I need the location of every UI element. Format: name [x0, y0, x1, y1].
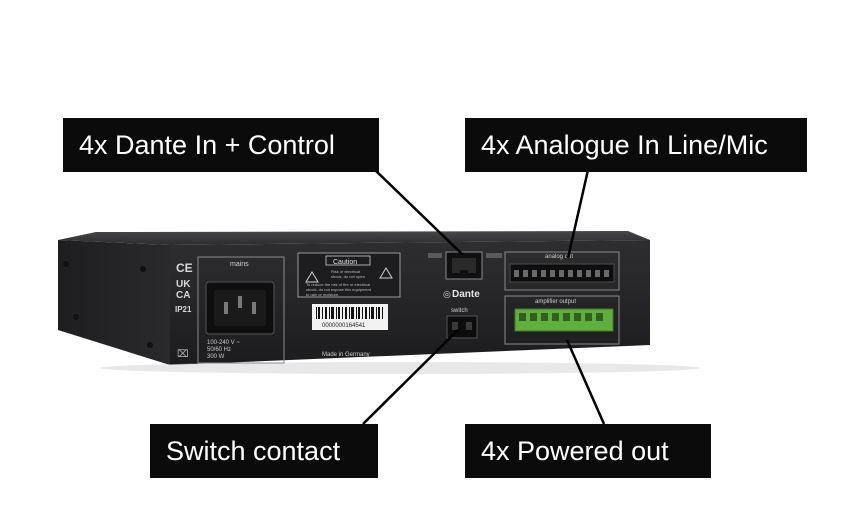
warning-triangle-icon	[305, 271, 319, 283]
power-rating-line2: 50/60 Hz	[207, 347, 231, 353]
serial-number: 0000000164541	[322, 323, 366, 329]
callout-powered-out: 4x Powered out	[465, 424, 711, 478]
weee-bin-icon: ⌧	[177, 349, 189, 360]
dante-logo-icon: ◎	[443, 289, 451, 299]
power-rating-line3: 300 W	[207, 354, 225, 360]
mains-label: mains	[230, 261, 249, 268]
mains-panel-outline	[197, 256, 285, 364]
caution-text-line1: Risk of electrical	[331, 269, 360, 274]
leader-line-power	[565, 339, 606, 425]
side-screw	[140, 266, 146, 272]
ukca-mark-line1: UK	[176, 279, 191, 290]
analog-terminal-pins	[514, 270, 609, 277]
amplifier-terminal-screws	[519, 313, 603, 321]
ethernet-port-inner	[452, 258, 476, 273]
leader-line-analog	[566, 169, 590, 259]
barcode	[316, 307, 383, 319]
caution-text-line2: shock, do not open	[331, 274, 365, 279]
callout-analogue-in: 4x Analogue In Line/Mic	[465, 118, 807, 172]
switch-pin	[452, 322, 458, 330]
caution-label	[297, 252, 401, 298]
leader-line-dante	[374, 169, 464, 256]
analog-panel-outline	[504, 251, 620, 291]
chassis-top	[58, 231, 650, 245]
caution-title-box	[325, 255, 371, 266]
ukca-mark-line2: CA	[176, 290, 190, 301]
switch-label: switch	[451, 308, 468, 314]
ip-rating: IP21	[175, 305, 192, 314]
mains-socket-pin	[224, 302, 228, 314]
power-rating-line1: 100-240 V ~	[207, 340, 240, 346]
mains-socket-pin	[238, 296, 242, 308]
chassis-left-side	[58, 240, 170, 365]
made-in-label: Made in Germany	[322, 352, 370, 358]
switch-pin	[466, 322, 472, 330]
warning-line2: shock, do not expose this equipment	[306, 287, 372, 292]
side-screw	[147, 342, 153, 348]
amplifier-panel-outline	[504, 295, 620, 345]
chassis-shadow	[100, 362, 700, 374]
callout-dante-in: 4x Dante In + Control	[63, 118, 379, 172]
mains-socket-pin	[252, 302, 256, 314]
warning-triangle-icon	[379, 267, 393, 279]
port-indicator-right	[486, 253, 502, 258]
warning-line3: to rain or moisture.	[306, 292, 339, 297]
warning-line1: To reduce the risk of fire or electrical	[306, 282, 370, 287]
ethernet-port-clip	[460, 270, 468, 274]
caution-title: Caution	[333, 259, 357, 266]
port-indicator-left	[428, 253, 442, 258]
callout-switch-contact: Switch contact	[150, 424, 378, 478]
leader-line-switch	[362, 329, 459, 425]
dante-logo: Dante	[452, 289, 480, 300]
side-screw	[63, 261, 69, 267]
side-screw	[73, 314, 79, 320]
ce-mark: CE	[176, 261, 193, 275]
analog-label: analog out	[545, 254, 573, 260]
amplifier-output-label: amplifier output	[535, 299, 576, 305]
